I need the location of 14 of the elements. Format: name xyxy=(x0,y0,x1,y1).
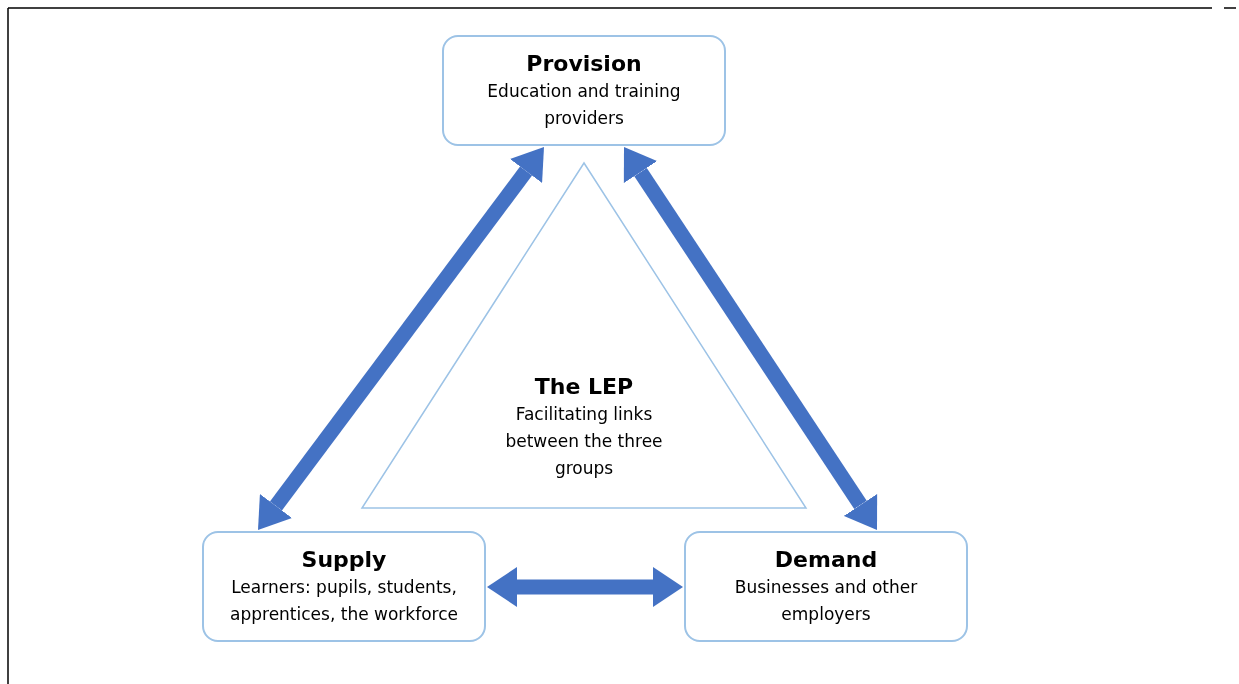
process-box xyxy=(442,35,726,146)
node-description: Learners: pupils, students, apprentices, the workforce xyxy=(229,575,459,626)
double-arrow xyxy=(487,567,683,607)
node-description: Facilitating links between the three groups xyxy=(504,403,664,480)
triangle-node xyxy=(360,160,808,510)
node-title: The LEP xyxy=(534,373,634,401)
node-title: Supply xyxy=(301,545,387,574)
node-description: Education and training providers xyxy=(486,79,682,130)
node-title: Provision xyxy=(526,49,642,78)
process-box xyxy=(202,531,486,642)
node-description: Businesses and other employers xyxy=(733,575,919,626)
process-box xyxy=(684,531,968,642)
node-title: Demand xyxy=(774,545,878,574)
double-arrow xyxy=(258,147,544,530)
